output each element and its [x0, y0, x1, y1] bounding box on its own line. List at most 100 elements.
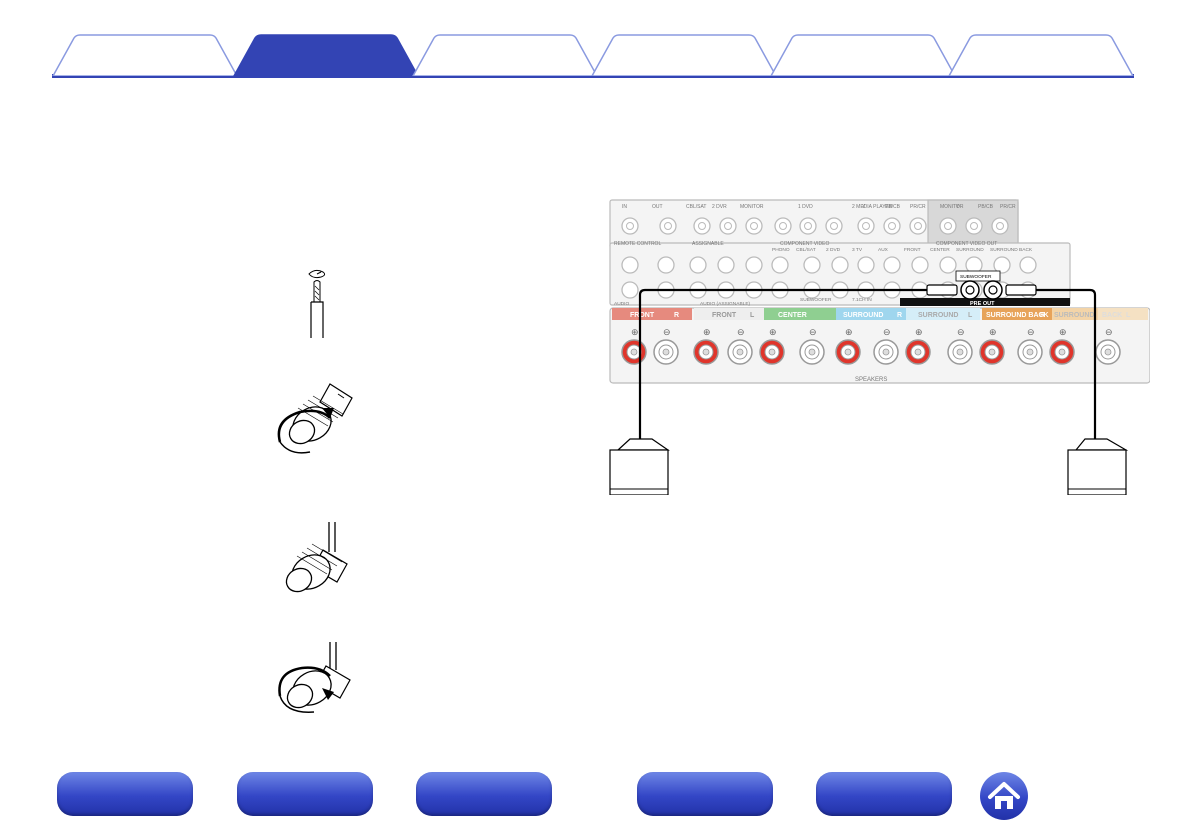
speaker-terminal-core — [988, 348, 996, 356]
subwoofer-jack-core — [965, 285, 975, 295]
speaker-channel-label: R — [674, 312, 679, 319]
subwoofer-box — [1067, 449, 1127, 496]
top-label: IN — [622, 204, 627, 210]
video-jack-core — [779, 222, 787, 230]
speaker-terminal-core — [914, 348, 922, 356]
tighten-terminal-figure — [270, 640, 365, 720]
speaker-channel-label: R — [1040, 312, 1045, 319]
speaker-terminal-core — [702, 348, 710, 356]
section-label: AUDIO (ASSIGNABLE) — [700, 301, 751, 307]
speaker-terminal-core — [1104, 348, 1112, 356]
speaker-channel-label: L — [1126, 312, 1131, 319]
polarity-mark: ⊖ — [737, 327, 745, 337]
section-label: AUX — [878, 247, 889, 253]
subwoofer-jack-core — [988, 285, 998, 295]
top-label: MONITOR — [740, 204, 764, 210]
video-jack-core — [944, 222, 952, 230]
video-jack-core — [914, 222, 922, 230]
section-label: COMPONENT VIDEO — [780, 241, 829, 247]
subwoofer-top — [616, 438, 670, 451]
polarity-mark: ⊖ — [809, 327, 817, 337]
section-label: CENTER — [930, 247, 950, 253]
speaker-channel-label: R — [897, 312, 902, 319]
section-label: 7.1CH IN — [852, 297, 872, 303]
video-jack-core — [970, 222, 978, 230]
subwoofer-top — [1074, 438, 1129, 451]
speaker-channel-label: CENTER — [778, 312, 807, 319]
polarity-mark: ⊕ — [915, 327, 923, 337]
section-label: CBL/SAT — [796, 247, 816, 253]
subwoofer-box — [609, 449, 669, 496]
nav-button-3[interactable] — [416, 772, 552, 816]
speaker-label-bar — [764, 308, 836, 320]
nav-button-1[interactable] — [57, 772, 193, 816]
speaker-terminal-core — [1058, 348, 1066, 356]
tab-2[interactable] — [233, 34, 419, 76]
polarity-mark: ⊖ — [1105, 327, 1113, 337]
speaker-label-bar — [836, 308, 906, 320]
speaker-label-bar — [1098, 308, 1148, 320]
rca-plug-left — [926, 284, 958, 296]
video-jack-core — [724, 222, 732, 230]
speaker-label-bar — [982, 308, 1052, 320]
section-label: SUBWOOFER — [800, 297, 832, 303]
tab-5[interactable] — [770, 34, 956, 76]
tab-6[interactable] — [948, 34, 1134, 76]
top-label: OUT — [652, 204, 663, 210]
section-label: PHONO — [772, 247, 790, 253]
insert-wire-figure — [275, 520, 365, 602]
speaker-channel-label: SURROUND — [918, 312, 958, 319]
pre-out-label: PRE OUT — [970, 301, 995, 307]
audio-jack — [939, 256, 957, 274]
video-jack-core — [626, 222, 634, 230]
video-jack-core — [664, 222, 672, 230]
audio-jack — [621, 256, 639, 274]
speaker-label-bar — [694, 308, 764, 320]
section-label: 2 DVD — [826, 247, 841, 253]
speaker-terminal-core — [844, 348, 852, 356]
section-label: FRONT — [904, 247, 921, 253]
top-label: 2 MEDIA PLAYER — [852, 204, 893, 210]
audio-jack — [993, 256, 1011, 274]
speakers-caption: SPEAKERS — [855, 377, 887, 383]
home-button[interactable] — [980, 772, 1028, 820]
polarity-mark: ⊖ — [957, 327, 965, 337]
subwoofer-label-box — [955, 270, 1001, 282]
top-label: PR/CR — [910, 204, 926, 210]
polarity-mark: ⊕ — [989, 327, 997, 337]
tab-4[interactable] — [591, 34, 777, 76]
rca-plug-right — [1005, 284, 1037, 296]
nav-button-2[interactable] — [237, 772, 373, 816]
audio-jack — [657, 256, 675, 274]
tab-3[interactable] — [412, 34, 598, 76]
audio-jack — [621, 281, 639, 299]
subwoofer-cable-left — [638, 288, 927, 440]
top-label: Y — [862, 204, 866, 210]
video-jack-core — [888, 222, 896, 230]
polarity-mark: ⊕ — [845, 327, 853, 337]
speaker-channel-label: SURROUND — [843, 312, 883, 319]
nav-button-5[interactable] — [816, 772, 952, 816]
top-label: 2 DVR — [712, 204, 727, 210]
top-label: PR/CR — [1000, 204, 1016, 210]
video-jack-core — [750, 222, 758, 230]
subwoofer-cable-right — [1036, 288, 1097, 440]
audio-jack — [689, 256, 707, 274]
video-jack-core — [804, 222, 812, 230]
speaker-terminal-core — [662, 348, 670, 356]
polarity-mark: ⊖ — [663, 327, 671, 337]
top-label: 1 DVD — [798, 204, 813, 210]
section-label: SURROUND — [956, 247, 984, 253]
nav-button-4[interactable] — [637, 772, 773, 816]
video-jack-core — [862, 222, 870, 230]
polarity-mark: ⊕ — [1059, 327, 1067, 337]
top-label: CBL/SAT — [686, 204, 706, 210]
speaker-channel-label: L — [968, 312, 973, 319]
pre-out-band — [900, 298, 1070, 306]
speaker-channel-label: FRONT — [630, 312, 655, 319]
top-label: PB/CB — [885, 204, 901, 210]
tab-1[interactable] — [52, 34, 238, 76]
audio-jack — [745, 256, 763, 274]
audio-jack — [911, 256, 929, 274]
section-label: COMPONENT VIDEO OUT — [936, 241, 997, 247]
